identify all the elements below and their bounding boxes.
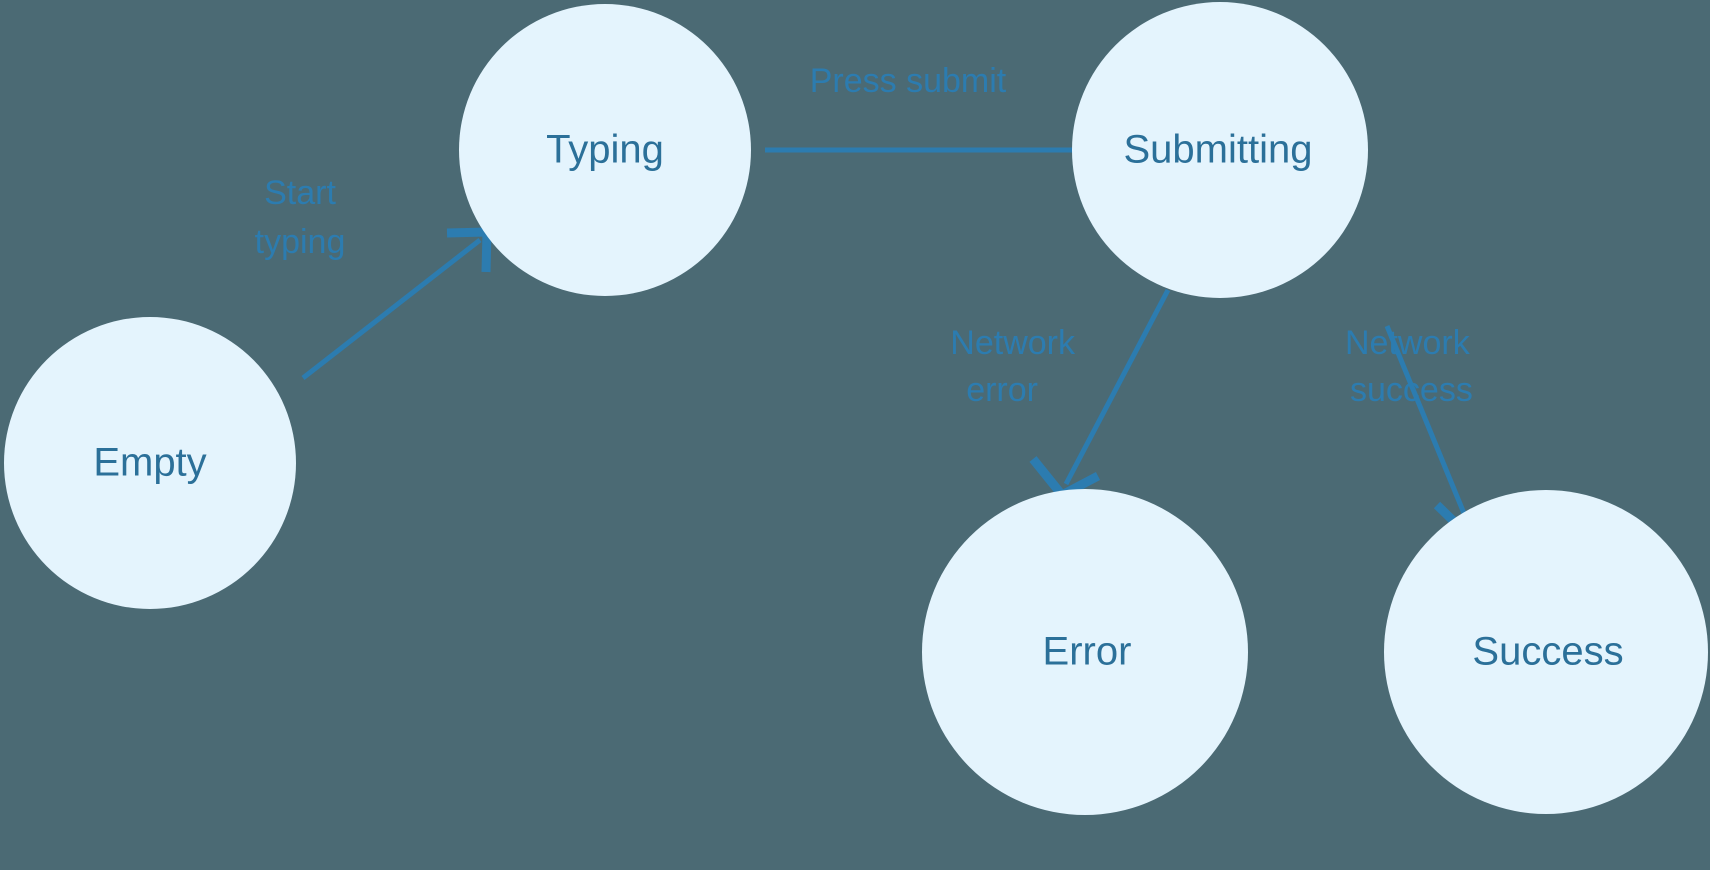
edge-label-submitting-to-error: Network error bbox=[950, 324, 1076, 409]
state-node-typing[interactable]: Typing bbox=[459, 4, 751, 296]
edge-label-typing-to-submitting: Press submit bbox=[810, 62, 1007, 100]
state-node-error[interactable]: Error bbox=[922, 489, 1248, 815]
edge-empty-to-typing-line bbox=[301, 238, 482, 380]
state-node-submitting-circle[interactable] bbox=[1072, 2, 1368, 298]
edge-label-submitting-to-error-line1: Network bbox=[950, 324, 1076, 362]
state-node-typing-label: Typing bbox=[546, 128, 664, 172]
state-node-submitting-label: Submitting bbox=[1124, 128, 1313, 172]
state-node-success-circle[interactable] bbox=[1384, 490, 1708, 814]
edge-label-submitting-to-success-line2: success bbox=[1350, 371, 1473, 409]
edge-label-empty-to-typing-line1: Start bbox=[264, 174, 336, 212]
edge-label-submitting-to-success-line1: Network bbox=[1345, 324, 1471, 362]
state-node-error-label: Error bbox=[1043, 630, 1132, 674]
edge-submitting-to-success-line bbox=[1384, 325, 1473, 529]
state-node-empty[interactable]: Empty bbox=[4, 317, 296, 609]
state-node-success[interactable]: Success bbox=[1384, 490, 1708, 814]
edge-label-empty-to-typing: Start typing bbox=[255, 174, 346, 261]
state-node-typing-circle[interactable] bbox=[459, 4, 751, 296]
edge-label-submitting-to-error-line2: error bbox=[966, 371, 1038, 409]
state-node-success-label: Success bbox=[1472, 630, 1623, 674]
edge-label-typing-to-submitting-line1: Press submit bbox=[810, 62, 1007, 100]
edge-submitting-to-error bbox=[1029, 288, 1171, 501]
state-node-empty-label: Empty bbox=[93, 441, 206, 485]
edge-label-submitting-to-success: Network success bbox=[1345, 324, 1473, 409]
state-node-submitting[interactable]: Submitting bbox=[1072, 2, 1368, 298]
edge-submitting-to-error-line bbox=[1063, 288, 1171, 486]
state-node-empty-circle[interactable] bbox=[4, 317, 296, 609]
state-node-error-circle[interactable] bbox=[922, 489, 1248, 815]
edge-label-empty-to-typing-line2: typing bbox=[255, 223, 346, 261]
